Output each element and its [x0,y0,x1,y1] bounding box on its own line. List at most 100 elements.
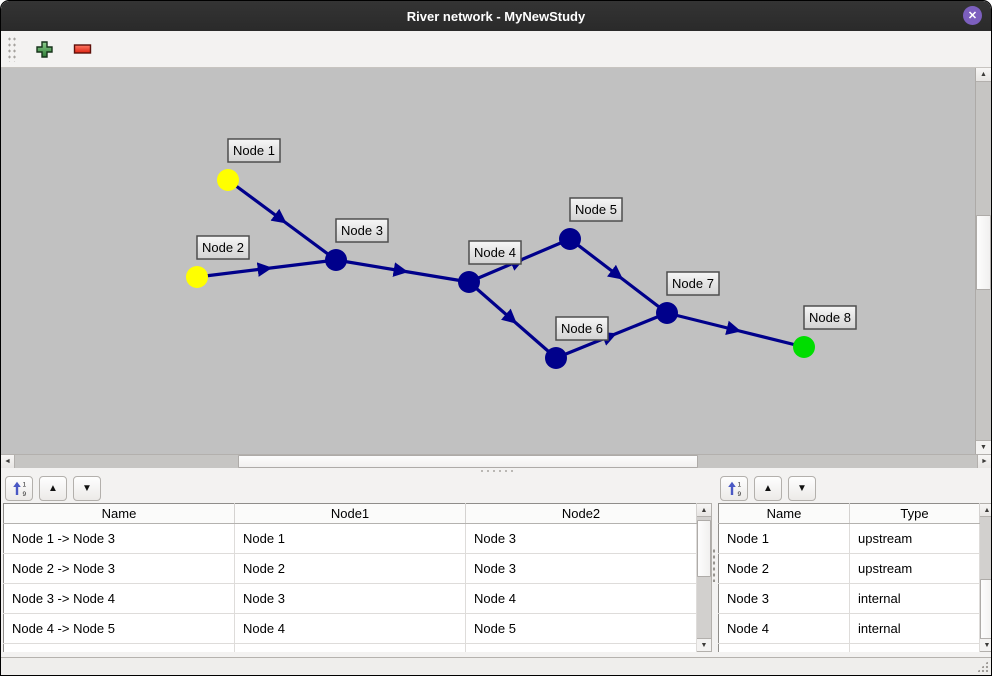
table-cell[interactable]: internal [849,613,980,644]
close-button[interactable]: ✕ [963,6,982,25]
close-icon: ✕ [967,10,978,22]
table-cell[interactable]: Node 4 [465,583,697,614]
graph-edge-node-5-node-7[interactable] [569,237,668,315]
canvas-vertical-scrollbar[interactable]: ▲ ▼ [975,68,991,454]
column-header-type[interactable]: Type [849,503,980,524]
table-cell[interactable]: Node 2 -> Node 3 [3,553,235,584]
down-triangle-icon: ▼ [797,482,807,494]
graph-node-node-7[interactable] [656,302,678,324]
table-cell[interactable]: Node 2 [234,553,466,584]
graph-edge-node-7-node-8[interactable] [666,311,805,349]
vertical-scrollbar-thumb[interactable] [976,215,991,290]
scroll-down-button[interactable]: ▼ [980,638,991,651]
graph-edge-node-6-node-7[interactable] [555,311,668,360]
sort-button[interactable]: 1 9 [720,475,748,501]
table-cell[interactable] [849,643,980,652]
table-cell[interactable]: Node 4 -> Node 5 [3,613,235,644]
scroll-down-button[interactable]: ▼ [697,638,711,651]
graph-node-node-4[interactable] [458,271,480,293]
column-header-node2[interactable]: Node2 [465,503,697,524]
graph-edge-node-2-node-3[interactable] [196,258,337,279]
table-row[interactable] [718,643,980,652]
table-cell[interactable] [718,643,850,652]
graph-edge-node-3-node-4[interactable] [335,258,470,284]
nodes-table-scrollbar[interactable]: ▲ ▼ [980,503,991,652]
sort-button[interactable]: 1 9 [5,475,33,501]
move-up-button[interactable]: ▲ [754,475,782,501]
table-cell[interactable]: internal [849,583,980,614]
graph-node-node-6[interactable] [545,347,567,369]
vertical-splitter[interactable] [712,473,716,657]
table-cell[interactable]: Node 1 [718,523,850,554]
canvas-horizontal-scrollbar[interactable]: ◄ ► [1,454,991,468]
table-cell[interactable]: upstream [849,553,980,584]
table-cell[interactable] [3,643,235,652]
scrollbar-thumb[interactable] [697,520,711,577]
table-row[interactable] [3,643,697,652]
move-down-button[interactable]: ▼ [73,475,101,501]
add-node-button[interactable] [33,38,55,60]
table-cell[interactable]: Node 5 [465,613,697,644]
graph-edge-node-1-node-3[interactable] [227,178,337,262]
scroll-up-button[interactable]: ▲ [976,68,991,82]
scroll-left-button[interactable]: ◄ [1,455,15,468]
table-cell[interactable]: Node 4 [234,613,466,644]
graph-node-node-1[interactable] [217,169,239,191]
green-plus-icon [35,40,53,58]
move-up-button[interactable]: ▲ [39,475,67,501]
graph-node-label-node-1: Node 1 [227,138,281,163]
toolbar-grip-handle[interactable] [7,36,17,62]
table-cell[interactable]: upstream [849,523,980,554]
horizontal-splitter[interactable] [1,468,991,473]
window-resize-grip[interactable] [977,661,988,672]
up-arrow-icon: ▲ [983,506,991,514]
graph-node-node-5[interactable] [559,228,581,250]
graph-node-node-2[interactable] [186,266,208,288]
scroll-right-button[interactable]: ► [977,455,991,468]
horizontal-scrollbar-thumb[interactable] [238,455,698,468]
reaches-table-scrollbar[interactable]: ▲ ▼ [697,503,712,652]
scroll-up-button[interactable]: ▲ [697,504,711,517]
column-header-name[interactable]: Name [718,503,850,524]
table-cell[interactable]: Node 3 [465,553,697,584]
table-cell[interactable] [234,643,466,652]
svg-text:9: 9 [22,491,26,497]
table-cell[interactable]: Node 1 -> Node 3 [3,523,235,554]
table-cell[interactable]: Node 3 [718,583,850,614]
table-cell[interactable] [465,643,697,652]
title-bar[interactable]: River network - MyNewStudy ✕ [1,1,991,31]
table-cell[interactable]: Node 3 [234,583,466,614]
scroll-down-button[interactable]: ▼ [976,440,991,454]
column-header-name[interactable]: Name [3,503,235,524]
svg-text:Node 4: Node 4 [474,245,516,260]
remove-node-button[interactable] [71,38,93,60]
svg-text:Node 1: Node 1 [233,143,275,158]
table-cell[interactable]: Node 3 -> Node 4 [3,583,235,614]
table-cell[interactable]: Node 4 [718,613,850,644]
move-down-button[interactable]: ▼ [788,475,816,501]
table-cell[interactable]: Node 1 [234,523,466,554]
graph-edge-node-4-node-6[interactable] [467,280,558,360]
column-header-node1[interactable]: Node1 [234,503,466,524]
graph-node-node-8[interactable] [793,336,815,358]
scrollbar-thumb[interactable] [980,579,991,640]
graph-node-node-3[interactable] [325,249,347,271]
table-cell[interactable]: Node 2 [718,553,850,584]
scroll-up-button[interactable]: ▲ [980,504,991,517]
right-arrow-icon: ► [981,458,988,465]
table-cell[interactable]: Node 3 [465,523,697,554]
